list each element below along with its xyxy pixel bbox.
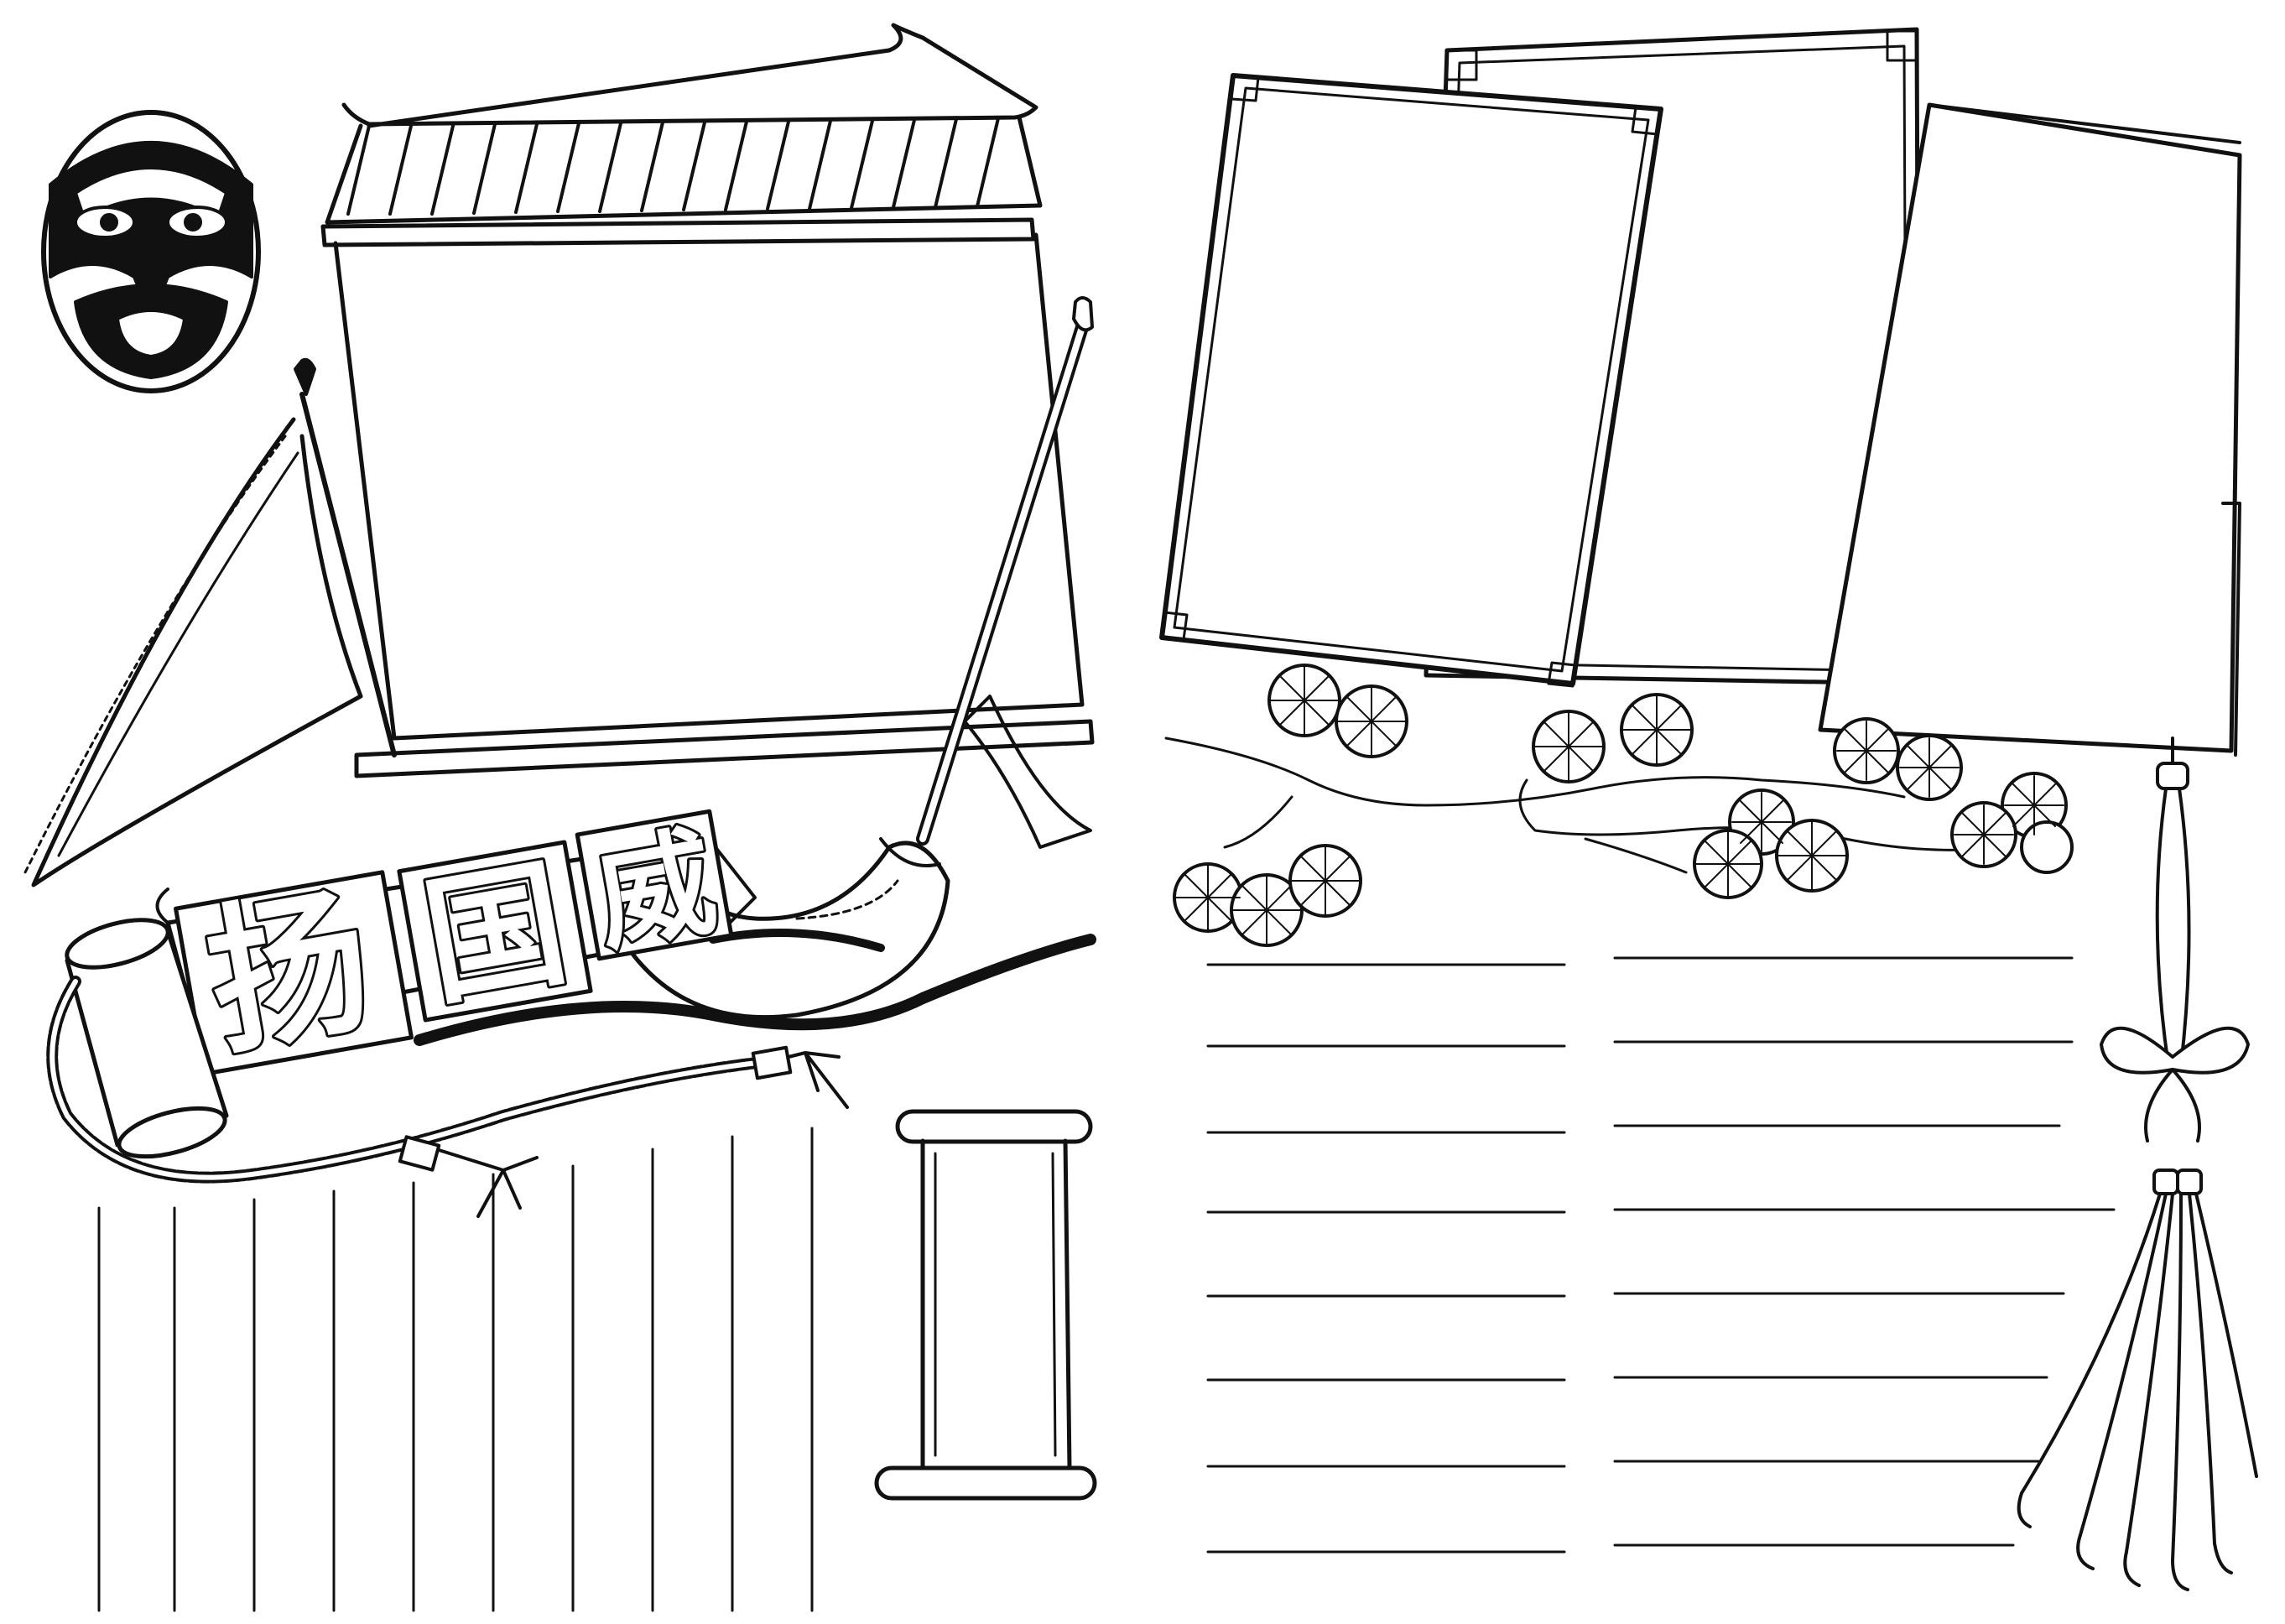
cloth-drape bbox=[414, 695, 1096, 1046]
photo-frame-front bbox=[1159, 73, 1663, 688]
scroll-roll-icon bbox=[65, 918, 229, 1159]
tassel-icon bbox=[2017, 737, 2258, 1591]
main-frame-left bbox=[333, 232, 1095, 778]
photo-frame-middle bbox=[1818, 102, 2242, 757]
banner-char-3: 威 bbox=[586, 813, 725, 969]
pennant-flag-icon bbox=[23, 357, 397, 887]
banner-char-2: 国 bbox=[413, 841, 577, 1025]
banner-char-1: 扬 bbox=[195, 866, 384, 1078]
title-banner: 扬 国 威 bbox=[155, 809, 757, 1080]
braided-cord bbox=[46, 976, 849, 1218]
opera-mask-icon bbox=[41, 110, 261, 393]
crescent-blade-icon bbox=[610, 296, 1094, 1020]
pond-lines bbox=[1164, 737, 1998, 874]
vertical-writing-lines bbox=[97, 1127, 814, 1612]
horizontal-writing-lines bbox=[1206, 956, 2116, 1554]
scroll-icon bbox=[874, 1109, 1097, 1501]
pavilion-roof-icon bbox=[320, 23, 1043, 247]
lotus-pads-icon bbox=[1173, 664, 2074, 947]
